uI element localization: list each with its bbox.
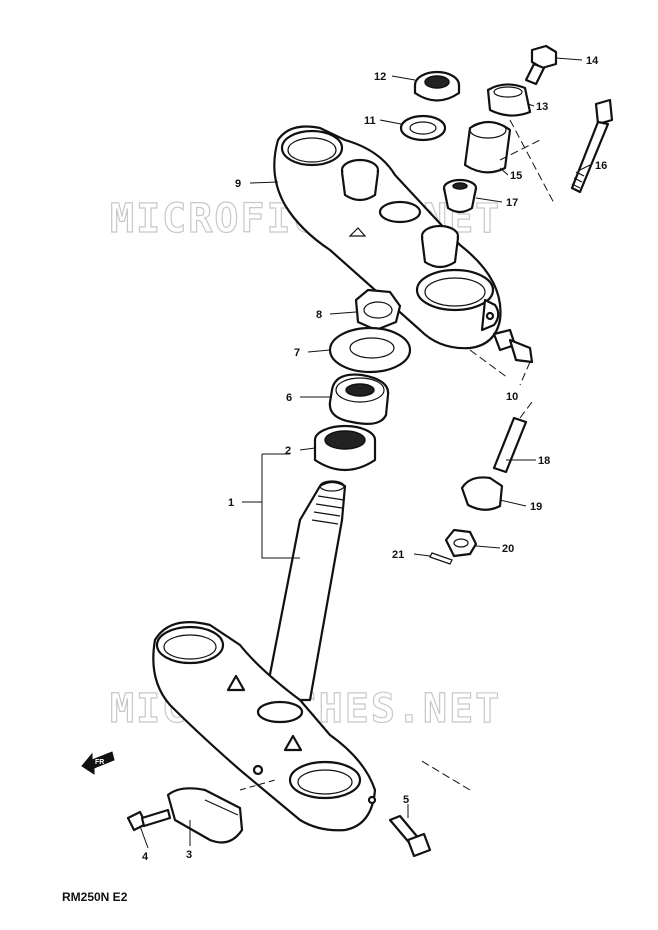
callout-8: 8 (316, 309, 322, 321)
part-13-cap (486, 83, 532, 117)
callout-2: 2 (285, 445, 291, 457)
part-3-guard (166, 787, 244, 844)
model-label: RM250N E2 (62, 890, 128, 904)
callout-6: 6 (286, 392, 292, 404)
callout-16: 16 (595, 160, 607, 172)
callout-20: 20 (502, 543, 514, 555)
callout-18: 18 (538, 455, 550, 467)
part-15-holder (463, 120, 512, 174)
front-arrow-icon: FR (81, 751, 115, 775)
steering-stem (263, 480, 347, 702)
callout-12: 12 (374, 71, 386, 83)
part-19-holder (460, 476, 504, 511)
part-4-bolt (126, 808, 172, 832)
part-10-bolt (492, 328, 534, 364)
upper-bracket (273, 125, 502, 350)
part-12-seal (413, 70, 461, 102)
callout-14: 14 (586, 55, 599, 67)
callout-4: 4 (142, 851, 149, 863)
callout-3: 3 (186, 849, 192, 861)
callout-13: 13 (536, 101, 548, 113)
callout-19: 19 (530, 501, 542, 513)
callout-9: 9 (235, 178, 241, 190)
part-14-bolt (524, 44, 558, 86)
callout-1: 1 (228, 497, 234, 509)
part-2-bearing (313, 424, 377, 471)
callout-21: 21 (392, 549, 404, 561)
leader-lines (139, 57, 591, 849)
part-20-nut (444, 528, 478, 558)
part-17-rubber (442, 178, 478, 214)
lower-bracket (152, 621, 377, 832)
part-18-pipe (492, 416, 528, 474)
callout-11: 11 (364, 115, 376, 127)
part-16-bolt (570, 98, 614, 194)
part-11-washer (399, 114, 447, 142)
callouts: 1 2 3 4 5 6 7 8 9 10 11 12 13 14 15 16 1… (142, 55, 607, 863)
front-arrow-label: FR (95, 759, 104, 766)
callout-17: 17 (506, 197, 518, 209)
callout-15: 15 (510, 170, 522, 182)
callout-5: 5 (403, 794, 409, 806)
part-7-washer (328, 326, 412, 374)
part-6-bearing (328, 373, 390, 425)
callout-7: 7 (294, 347, 300, 359)
part-8-nut (354, 288, 402, 332)
callout-10: 10 (506, 391, 518, 403)
part-5-bolt (388, 814, 432, 858)
part-21-pin (429, 552, 453, 565)
